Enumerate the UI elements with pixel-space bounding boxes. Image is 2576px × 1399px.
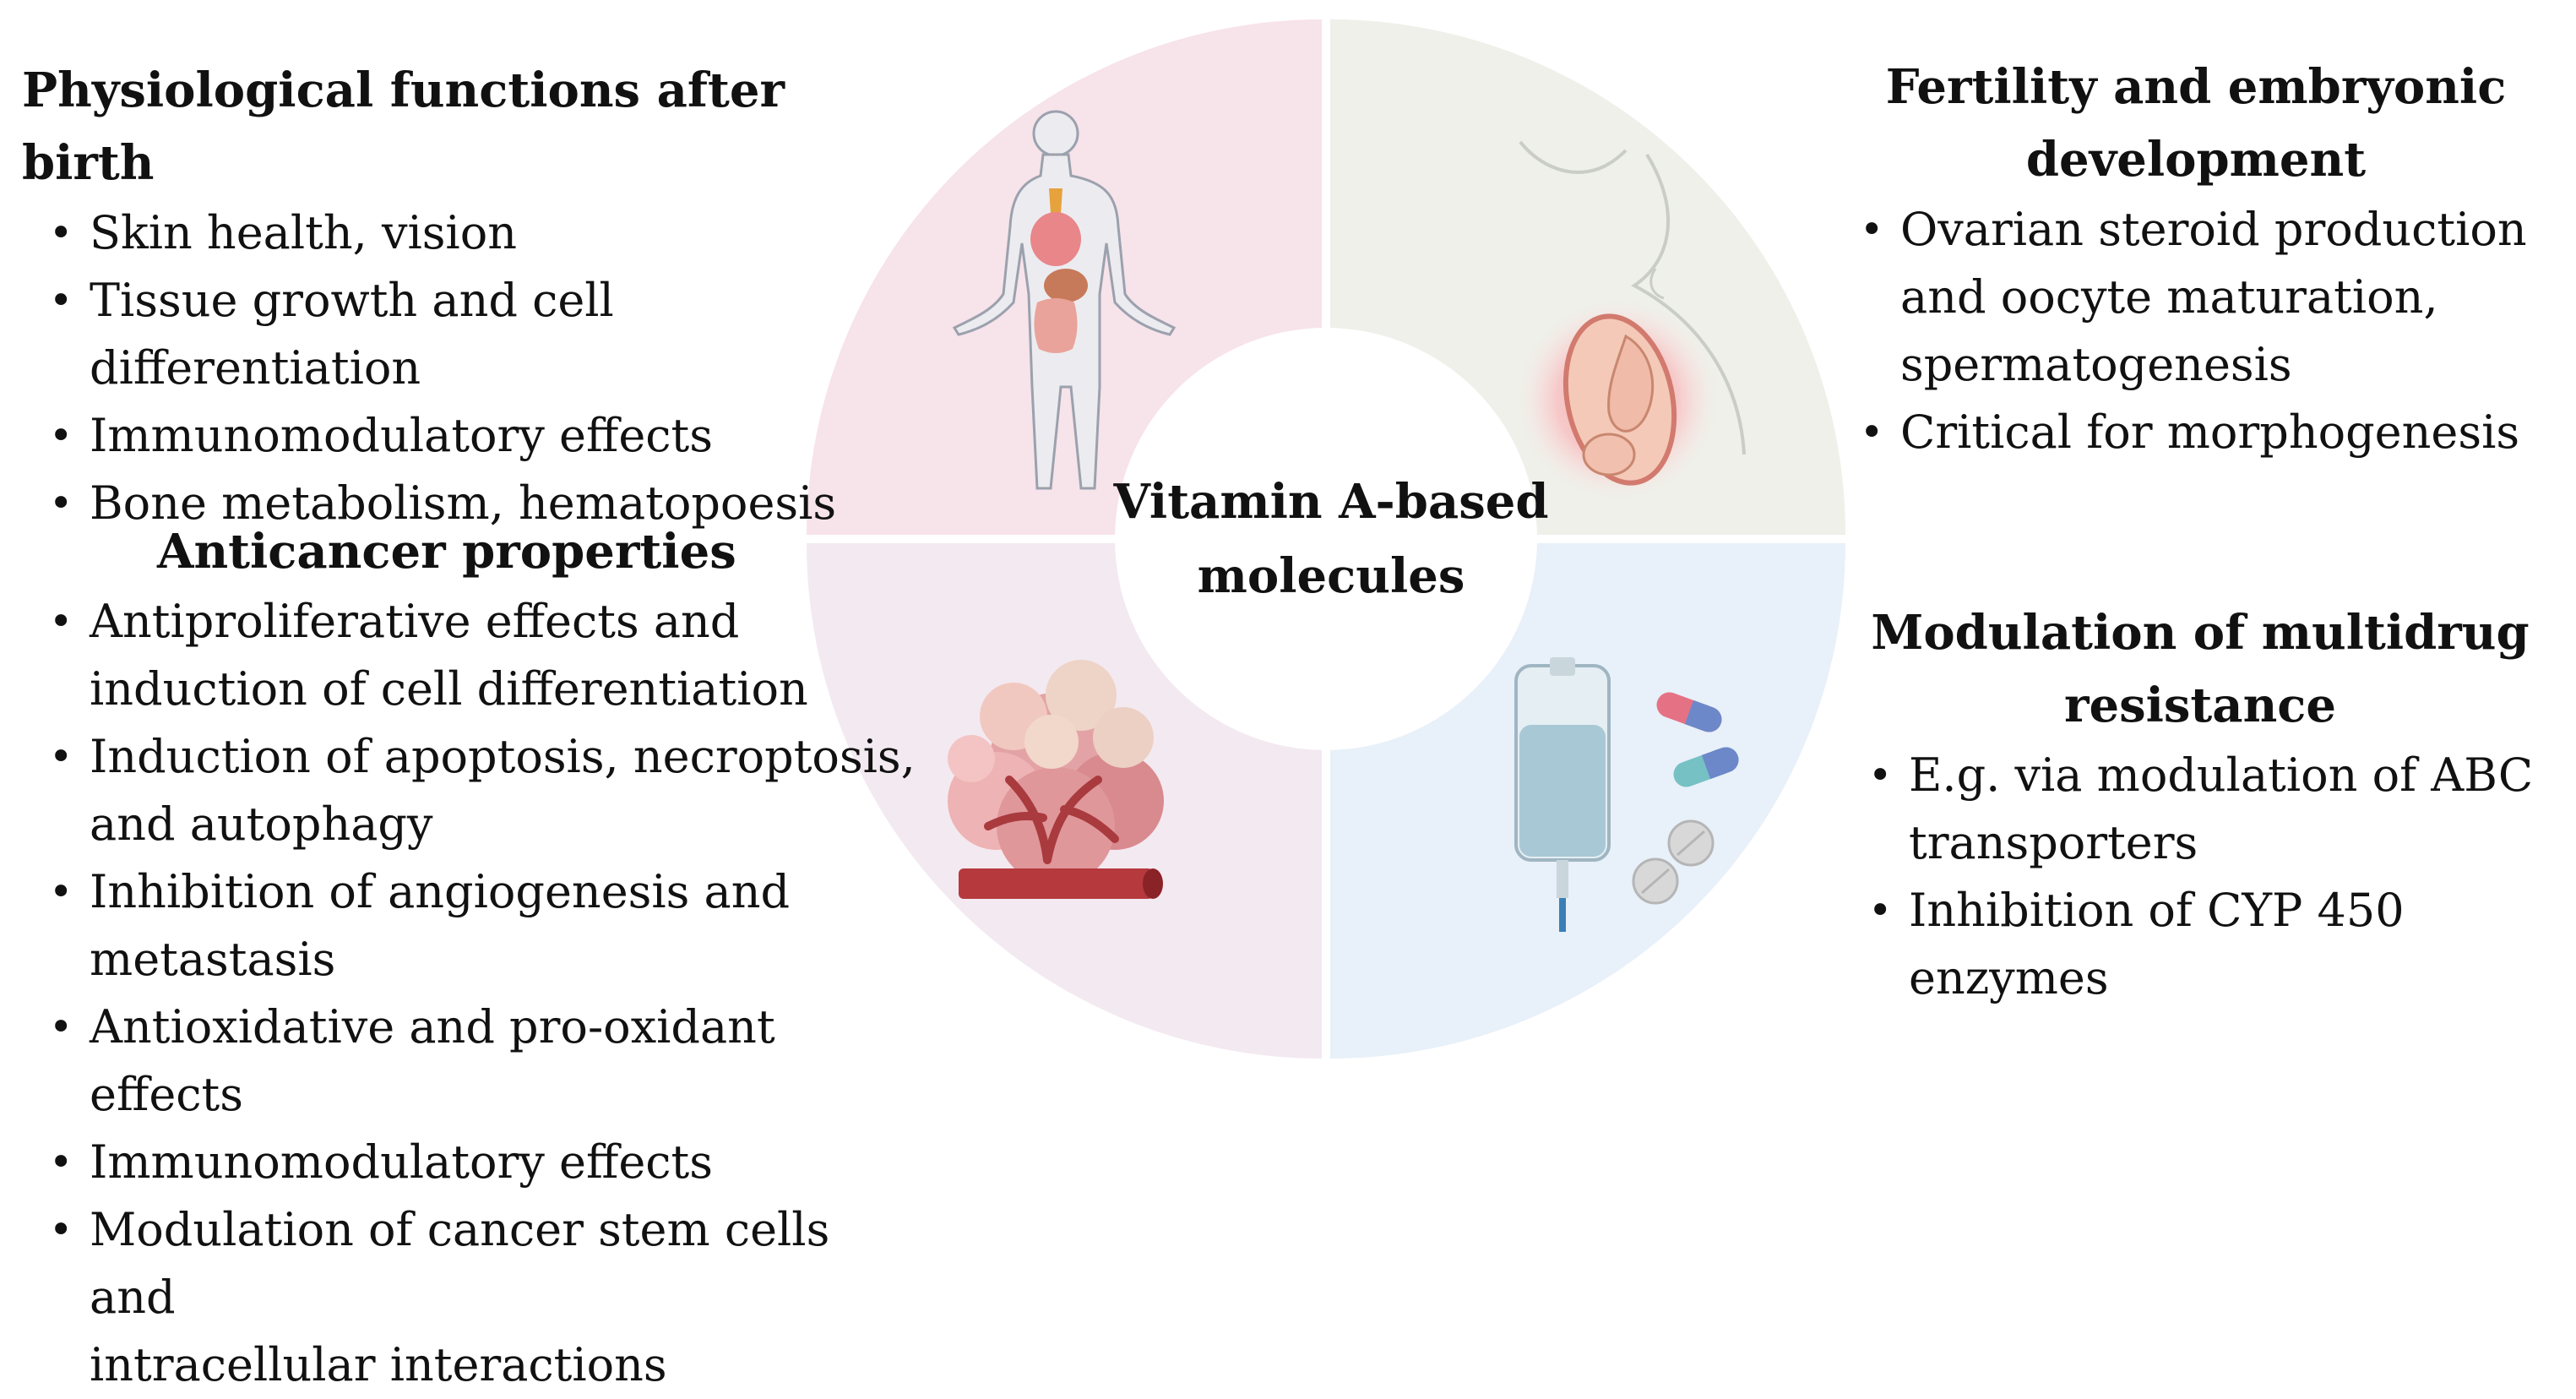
anticancer-properties-section: Anticancer properties Antiproliferative …: [22, 515, 917, 1399]
fertility-section: Fertility and embryonic development Ovar…: [1833, 51, 2559, 466]
list-item: Induction of apoptosis, necroptosis,and …: [22, 723, 917, 858]
iv-bag-and-pills-icon: [1514, 657, 1739, 932]
list-item: Critical for morphogenesis: [1833, 399, 2559, 466]
multidrug-heading: Modulation of multidrug resistance: [1871, 605, 2530, 733]
list-item: Immunomodulatory effects: [22, 402, 900, 470]
pregnancy-fetus-icon: [1516, 140, 1746, 501]
center-title-line-2: molecules: [1197, 548, 1465, 604]
center-title: Vitamin A-based molecules: [1111, 465, 1551, 613]
center-circle: [1115, 328, 1537, 750]
anticancer-heading: Anticancer properties: [157, 524, 736, 580]
tumor-blood-vessel-icon: [948, 660, 1164, 899]
quadrant-ring-diagram: [807, 19, 1845, 1059]
center-title-line-1: Vitamin A-based: [1113, 474, 1549, 530]
list-item: Antioxidative and pro-oxidant effects: [22, 993, 917, 1129]
multidrug-resistance-section: Modulation of multidrug resistance E.g. …: [1841, 596, 2559, 1012]
list-item: Inhibition of CYP 450 enzymes: [1841, 877, 2559, 1012]
list-item: Bone metabolism, hematopoesis: [22, 470, 900, 537]
list-item: Skin health, vision: [22, 199, 900, 267]
physiological-heading: Physiological functions after birth: [22, 63, 785, 191]
human-anatomy-icon: [952, 110, 1177, 490]
fertility-heading: Fertility and embryonic development: [1885, 59, 2507, 188]
physiological-functions-section: Physiological functions after birth Skin…: [22, 54, 900, 537]
list-item: Modulation of cancer stem cells andintra…: [22, 1196, 917, 1399]
physiological-list: Skin health, vision Tissue growth and ce…: [22, 199, 900, 537]
list-item: Immunomodulatory effects: [22, 1129, 917, 1196]
